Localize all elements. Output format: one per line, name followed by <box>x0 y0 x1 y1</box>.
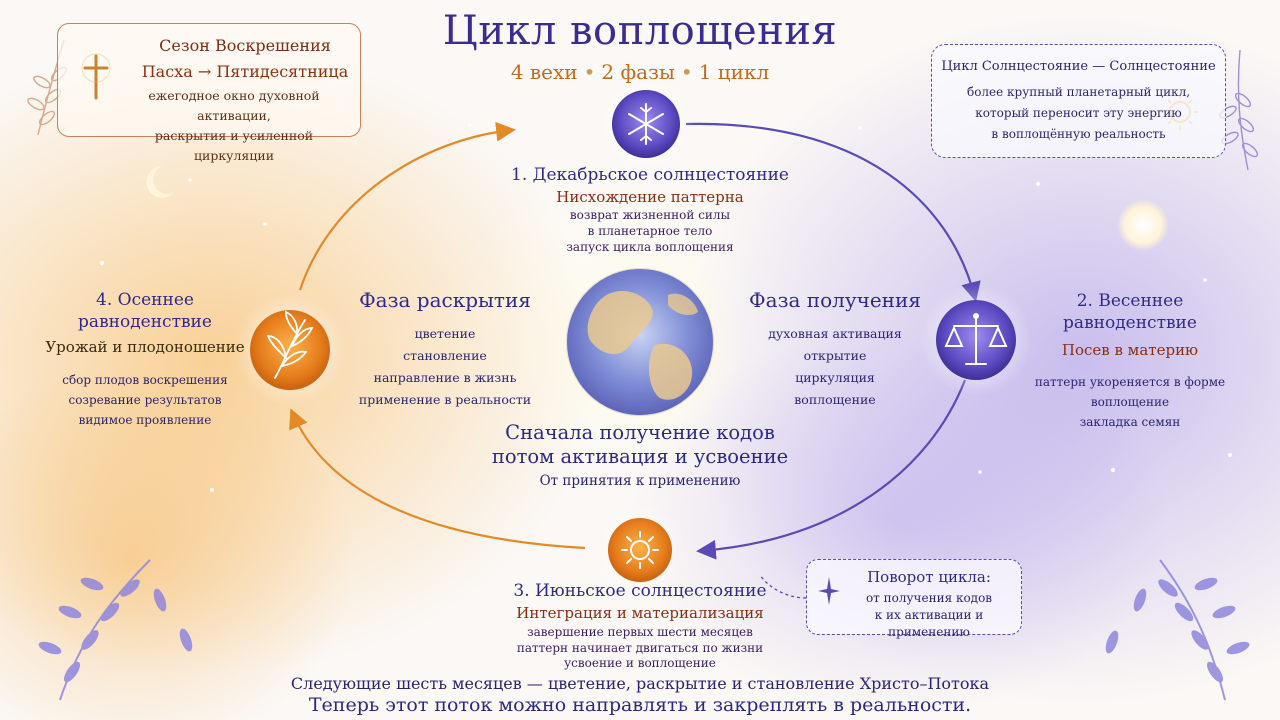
milestone-1-note: возврат жизненной силы в планетарное тел… <box>490 207 810 255</box>
note-line: от получения кодов <box>865 591 993 605</box>
milestone-4-note: сбор плодов воскрешения созревание резул… <box>40 370 250 430</box>
globe-icon <box>565 267 715 417</box>
footer-line1: Следующие шесть месяцев — цветение, раск… <box>290 674 990 693</box>
arrow-spring-to-summer <box>696 379 967 560</box>
milestone-2-note: паттерн укореняется в форме воплощение з… <box>1010 372 1250 432</box>
milestone-2-subtitle: Посев в материю <box>1061 341 1199 359</box>
resurrection-season-box: Сезон Воскрешения Пасха → Пятидесятница … <box>57 23 361 163</box>
note-line: ежегодное окно духовной активации, <box>148 88 320 123</box>
note-line: к их активации и применению <box>874 608 984 639</box>
glowing-moon-icon <box>1117 199 1169 251</box>
milestone-3-title: 3. Июньское солнцестояние <box>513 581 767 601</box>
leaf-branch-icon <box>250 310 330 390</box>
resurrection-season-title: Сезон Воскрешения <box>159 36 331 55</box>
crescent-moon-icon <box>146 166 174 198</box>
receiving-phase-list: духовная активация открытие циркуляция в… <box>730 323 940 411</box>
note-line: более крупный планетарный цикл, <box>966 85 1191 99</box>
note-line: закладка семян <box>1079 415 1181 429</box>
lavender-branch-icon <box>1105 559 1250 701</box>
title-line: 2. Весеннее <box>1076 291 1184 311</box>
turn-connector <box>759 574 807 599</box>
list-item: применение в реальности <box>358 392 532 407</box>
cycle-turn-box: Поворот цикла: от получения кодов к их а… <box>806 559 1022 639</box>
cross-icon <box>81 53 111 100</box>
opening-phase-title: Фаза раскрытия <box>359 288 531 312</box>
scales-icon <box>936 300 1016 380</box>
arrow-winter-to-spring <box>685 122 981 302</box>
resurrection-season-note: ежегодное окно духовной активации, раскр… <box>116 86 352 166</box>
sun-node-icon <box>608 518 672 582</box>
note-line: запуск цикла воплощения <box>566 240 734 254</box>
solstice-cycle-note: более крупный планетарный цикл, который … <box>932 82 1225 145</box>
page-title: Цикл воплощения <box>442 8 838 54</box>
list-item: духовная активация <box>768 326 902 341</box>
center-message-caption: От принятия к применению <box>539 473 741 489</box>
list-item: направление в жизнь <box>373 370 517 385</box>
subtitle-cycle: 1 цикл <box>698 60 770 84</box>
arrow-summer-to-autumn <box>289 408 586 550</box>
milestone-1-subtitle: Нисхождение паттерна <box>556 188 744 206</box>
subtitle-separator: • <box>583 60 596 84</box>
receiving-phase-title: Фаза получения <box>749 288 921 312</box>
footer-line2: Теперь этот поток можно направлять и зак… <box>308 694 972 716</box>
note-line: паттерн укореняется в форме <box>1034 375 1226 389</box>
center-message-line1: Сначала получение кодов <box>505 421 775 444</box>
list-item: циркуляция <box>795 370 875 385</box>
milestone-4-title: 4. Осеннее равноденствие <box>40 289 250 333</box>
opening-phase-list: цветение становление направление в жизнь… <box>340 323 550 411</box>
note-line: паттерн начинает двигаться по жизни <box>516 640 764 655</box>
milestone-3-subtitle: Интеграция и материализация <box>516 604 764 622</box>
title-line: равноденствие <box>1063 313 1197 333</box>
note-line: сбор плодов воскрешения <box>62 373 228 387</box>
title-line: равноденствие <box>78 312 212 332</box>
snowflake-icon <box>612 90 680 158</box>
list-item: открытие <box>803 348 867 363</box>
list-item: воплощение <box>794 392 876 407</box>
note-line: воплощение <box>1090 395 1170 409</box>
page-subtitle: 4 вехи•2 фазы•1 цикл <box>390 60 890 84</box>
milestone-2-title: 2. Весеннее равноденствие <box>1030 290 1230 334</box>
center-message-line2: потом активация и усвоение <box>491 445 789 468</box>
lavender-branch-icon <box>38 559 193 701</box>
note-line: который переносит эту энергию <box>975 106 1182 120</box>
note-line: созревание результатов <box>68 393 222 407</box>
list-item: цветение <box>414 326 476 341</box>
milestone-4-subtitle: Урожай и плодоношение <box>45 338 245 356</box>
subtitle-milestones: 4 вехи <box>510 60 578 84</box>
cycle-turn-title: Поворот цикла: <box>867 568 991 586</box>
milestone-3-note: завершение первых шести месяцев паттерн … <box>470 625 810 672</box>
title-line: 4. Осеннее <box>96 290 194 310</box>
solstice-cycle-title: Цикл Солнцестояние — Солнцестояние <box>941 59 1216 74</box>
resurrection-season-dates: Пасха → Пятидесятница <box>141 62 349 81</box>
arrow-autumn-to-winter <box>298 121 516 291</box>
note-line: усвоение и воплощение <box>564 656 716 670</box>
list-item: становление <box>403 348 487 363</box>
note-line: возврат жизненной силы <box>569 208 731 222</box>
subtitle-separator: • <box>680 60 693 84</box>
note-line: в воплощённую реальность <box>991 127 1166 141</box>
note-line: раскрытия и усиленной циркуляции <box>154 128 314 163</box>
cycle-turn-note: от получения кодов к их активации и прим… <box>837 590 1021 641</box>
note-line: в планетарное тело <box>587 224 713 238</box>
subtitle-phases: 2 фазы <box>601 60 675 84</box>
solstice-cycle-box: Цикл Солнцестояние — Солнцестояние более… <box>931 44 1226 158</box>
milestone-1-title: 1. Декабрьское солнцестояние <box>511 165 789 185</box>
note-line: видимое проявление <box>78 413 212 427</box>
note-line: завершение первых шести месяцев <box>527 625 753 639</box>
sparkle-star-icon <box>818 577 840 605</box>
